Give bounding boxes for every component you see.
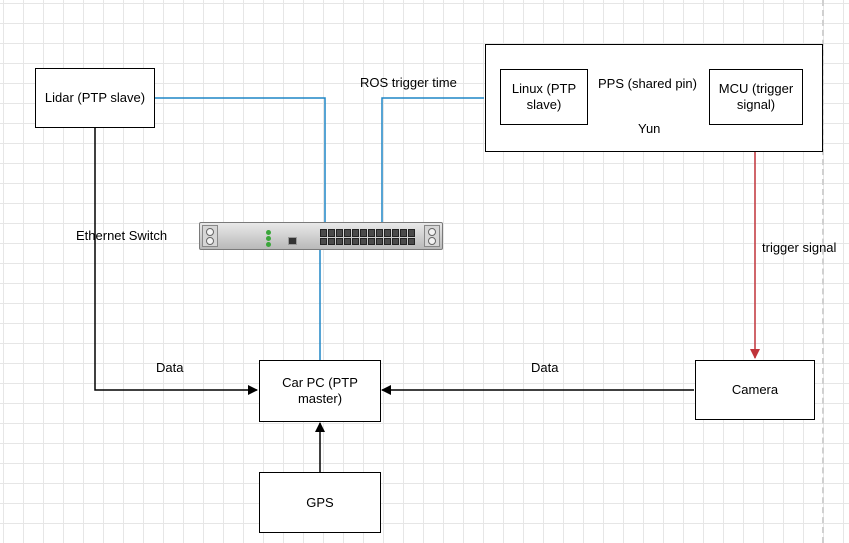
switch-ear-left <box>202 225 218 247</box>
switch-ear-right <box>424 225 440 247</box>
trigger-signal-label: trigger signal <box>762 240 837 255</box>
gps-node: GPS <box>259 472 381 533</box>
status-led <box>266 236 271 241</box>
yun-label: Yun <box>638 121 661 136</box>
ros-trigger-time-label: ROS trigger time <box>360 75 457 90</box>
switch-port-grid <box>320 229 415 245</box>
mcu-node: MCU (trigger signal) <box>709 69 803 125</box>
pps-label: PPS (shared pin) <box>598 76 697 91</box>
linux-switch-link <box>381 97 484 224</box>
lidar-data-label: Data <box>156 360 184 375</box>
camera-data-label: Data <box>531 360 559 375</box>
camera-node: Camera <box>695 360 815 420</box>
status-led <box>266 230 271 235</box>
ethernet-switch-label: Ethernet Switch <box>76 228 168 243</box>
car-pc-node: Car PC (PTP master) <box>259 360 381 422</box>
linux-node: Linux (PTP slave) <box>500 69 588 125</box>
lidar-data-arrow <box>94 128 258 395</box>
lidar-switch-link <box>155 97 326 224</box>
ethernet-switch-icon <box>199 222 443 250</box>
console-port <box>288 237 297 245</box>
status-led <box>266 242 271 247</box>
lidar-node: Lidar (PTP slave) <box>35 68 155 128</box>
page-divider <box>822 0 824 543</box>
